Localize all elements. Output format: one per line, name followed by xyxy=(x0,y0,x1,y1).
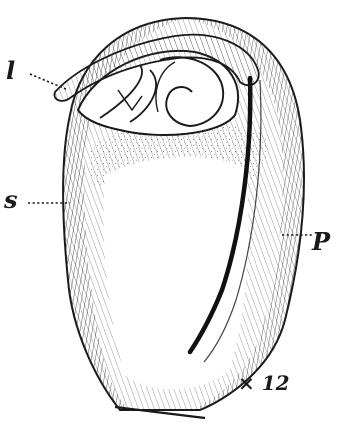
label-s: s xyxy=(3,185,18,214)
magnification-label: × 12 xyxy=(238,371,290,395)
label-p: P xyxy=(311,227,331,256)
label-l: l xyxy=(6,56,15,85)
